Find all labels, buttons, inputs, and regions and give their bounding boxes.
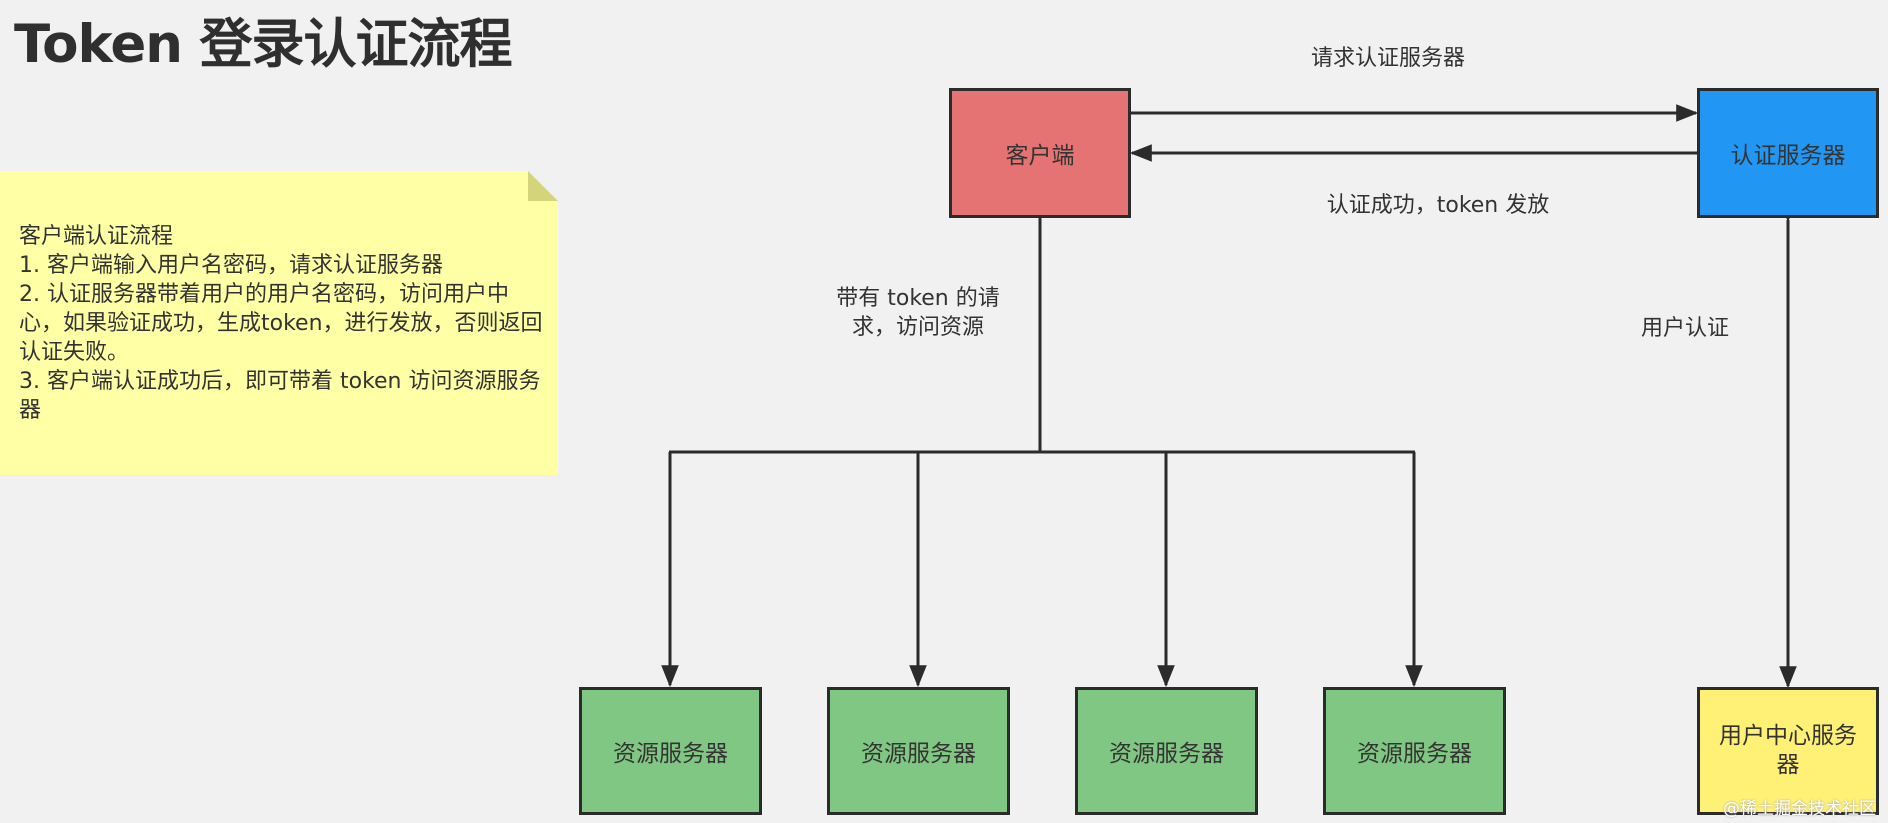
note-line-2: 2. 认证服务器带着用户的用户名密码，访问用户中心，如果验证成功，生成token… [19, 282, 543, 365]
resource-server-node: 资源服务器 [827, 687, 1010, 815]
note-line-1: 1. 客户端输入用户名密码，请求认证服务器 [19, 253, 443, 278]
note-line-3: 3. 客户端认证成功后，即可带着 token 访问资源服务器 [19, 369, 541, 423]
resource-server-label: 资源服务器 [1357, 741, 1472, 767]
note-heading: 客户端认证流程 [19, 224, 174, 249]
sticky-note [0, 171, 558, 475]
diagram-title: Token 登录认证流程 [14, 14, 512, 75]
label-token-request-line-2: 求，访问资源 [851, 315, 984, 340]
auth-server-label: 认证服务器 [1730, 143, 1846, 169]
label-user-auth: 用户认证 [1640, 316, 1729, 341]
resource-server-node: 资源服务器 [1075, 687, 1258, 815]
client-label: 客户端 [1005, 143, 1075, 169]
resource-server-node: 资源服务器 [1323, 687, 1506, 815]
label-auth-success: 认证成功，token 发放 [1326, 193, 1550, 218]
resource-server-label: 资源服务器 [861, 741, 976, 767]
user-center-node: 用户中心服务器 [1697, 687, 1879, 815]
resource-server-label: 资源服务器 [1109, 741, 1224, 767]
auth-server-node: 认证服务器 [1697, 88, 1879, 218]
client-node: 客户端 [949, 88, 1131, 218]
note-text: 客户端认证流程 1. 客户端输入用户名密码，请求认证服务器 2. 认证服务器带着… [19, 222, 549, 425]
resource-server-label: 资源服务器 [613, 741, 728, 767]
resource-server-node: 资源服务器 [579, 687, 762, 815]
label-token-request: 带有 token 的请 求，访问资源 [818, 284, 1018, 342]
watermark: @稀土掘金技术社区 [1723, 799, 1876, 819]
label-request-auth: 请求认证服务器 [1310, 46, 1465, 71]
user-center-label: 用户中心服务器 [1719, 723, 1857, 778]
label-token-request-line-1: 带有 token 的请 [836, 286, 1000, 311]
